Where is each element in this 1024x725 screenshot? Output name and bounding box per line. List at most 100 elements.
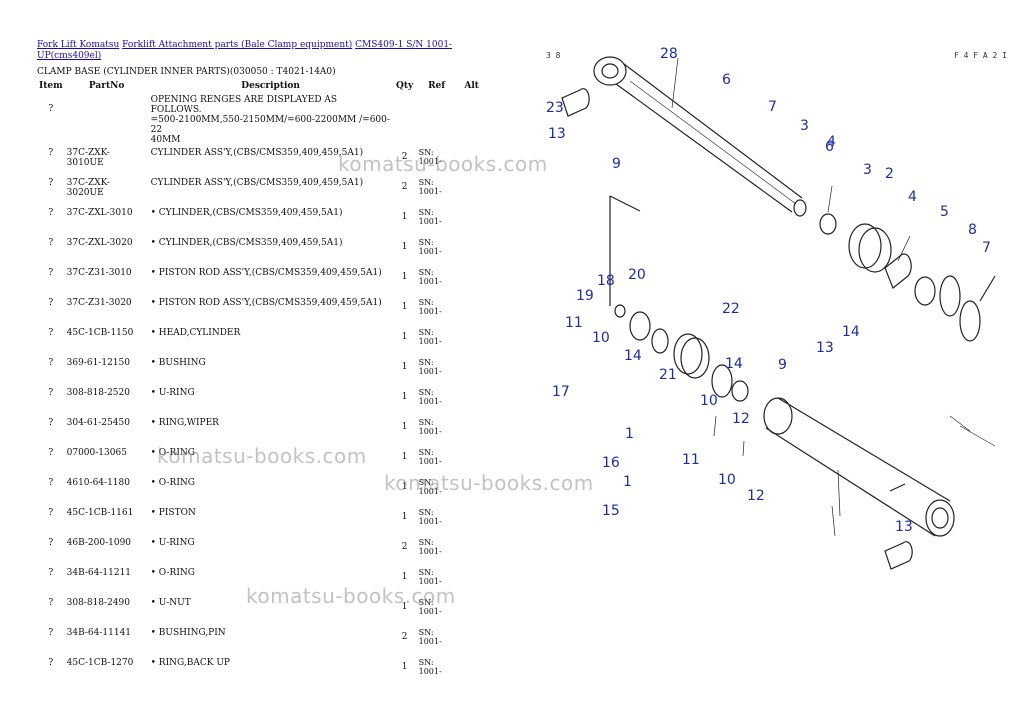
row-qty: 2 [401, 182, 408, 192]
row-qty: 1 [401, 392, 408, 402]
watermark: komatsu-books.com [157, 444, 367, 468]
callout-number: 1 [623, 474, 632, 490]
row-item: ? [48, 568, 54, 578]
callout-number: 14 [725, 356, 743, 372]
row-item: ? [48, 418, 54, 428]
callout-number: 9 [612, 156, 621, 172]
row-partno: 308-818-2520 [66, 388, 130, 398]
breadcrumb-link-forklift[interactable]: Fork Lift Komatsu [37, 40, 120, 50]
callout-number: 4 [827, 134, 836, 150]
row-qty: 1 [401, 662, 408, 672]
rod-eye [593, 56, 627, 86]
callout-number: 28 [660, 46, 678, 62]
callout-number: 4 [908, 189, 917, 205]
callout-number: 10 [700, 393, 718, 409]
row-item: ? [48, 448, 54, 458]
callout-number: 10 [718, 472, 736, 488]
row-description: • RING,WIPER [150, 418, 219, 428]
row-ref: SN:1001- [418, 598, 442, 616]
row-description: • HEAD,CYLINDER [150, 328, 241, 338]
row-qty: 1 [401, 452, 408, 462]
callout-number: 3 [800, 118, 809, 134]
note-item: ? [48, 104, 54, 114]
row-description: • CYLINDER,(CBS/CMS359,409,459,5A1) [150, 238, 343, 248]
row-partno: 37C-ZXL-3020 [66, 238, 133, 248]
callout-number: 12 [747, 488, 765, 504]
row-item: ? [48, 658, 54, 668]
row-ref: SN:1001- [418, 268, 442, 286]
callout-number: 19 [576, 288, 594, 304]
callout-number: 8 [968, 222, 977, 238]
row-ref: SN:1001- [418, 178, 442, 196]
row-partno: 4610-64-1180 [66, 478, 130, 488]
row-description: • PISTON ROD ASS'Y,(CBS/CMS359,409,459,5… [150, 268, 382, 278]
callout-number: 23 [546, 100, 564, 116]
table-row-note: ? OPENING RENGES ARE DISPLAYED AS FOLLOW… [37, 92, 487, 145]
row-description: • RING,BACK UP [150, 658, 230, 668]
row-ref: SN:1001- [418, 388, 442, 406]
row-partno: 37C-Z31-3020 [66, 298, 132, 308]
row-partno: 46B-200-1090 [66, 538, 132, 548]
row-partno: 45C-1CB-1270 [66, 658, 134, 668]
table-header-row: Item PartNo Description Qty Ref Alt [37, 79, 487, 92]
row-partno: 37C-ZXK-3010UE [66, 148, 110, 168]
page-subtitle: CLAMP BASE (CYLINDER INNER PARTS)(030050… [37, 67, 336, 77]
row-item: ? [48, 628, 54, 638]
watermark: komatsu-books.com [246, 584, 456, 608]
callout-number: 22 [722, 301, 740, 317]
row-qty: 2 [401, 632, 408, 642]
row-description: • CYLINDER,(CBS/CMS359,409,459,5A1) [150, 208, 343, 218]
callout-number: 13 [895, 519, 913, 535]
diagram-corner-label-right: F 4 F A 2 I [954, 51, 1007, 60]
row-description: • O-RING [150, 568, 195, 578]
row-item: ? [48, 328, 54, 338]
row-partno: 34B-64-11141 [66, 628, 132, 638]
row-description: • U-NUT [150, 598, 191, 608]
table-row: ?37C-Z31-3020• PISTON ROD ASS'Y,(CBS/CMS… [37, 295, 487, 325]
callout-number: 21 [659, 367, 677, 383]
row-item: ? [48, 178, 54, 188]
callout-number: 17 [552, 384, 570, 400]
row-ref: SN:1001- [418, 238, 442, 256]
row-partno: 308-818-2490 [66, 598, 130, 608]
row-item: ? [48, 268, 54, 278]
callout-number: 1 [625, 426, 634, 442]
note-description: OPENING RENGES ARE DISPLAYED AS FOLLOWS.… [150, 95, 390, 145]
row-description: • O-RING [150, 448, 195, 458]
breadcrumb-link-attachment[interactable]: Forklift Attachment parts (Bale Clamp eq… [122, 40, 353, 50]
row-partno: 37C-Z31-3010 [66, 268, 132, 278]
callout-number: 6 [825, 139, 834, 155]
row-description: • O-RING [150, 478, 195, 488]
breadcrumb: Fork Lift Komatsu Forklift Attachment pa… [37, 40, 457, 62]
breadcrumb-link-model[interactable]: CMS409-1 S/N 1001-UP(cms409el) [37, 40, 453, 61]
row-ref: SN:1001- [418, 148, 442, 166]
callout-number: 3 [863, 162, 872, 178]
row-partno: 304-61-25450 [66, 418, 130, 428]
row-description: • U-RING [150, 538, 195, 548]
callout-number: 11 [565, 315, 583, 331]
row-qty: 1 [401, 422, 408, 432]
header-qty: Qty [396, 80, 414, 91]
row-qty: 1 [401, 572, 408, 582]
callout-number: 10 [592, 330, 610, 346]
header-partno: PartNo [88, 80, 125, 91]
watermark: komatsu-books.com [338, 152, 548, 176]
row-qty: 1 [401, 482, 408, 492]
header-ref: Ref [428, 80, 446, 91]
callout-number: 9 [778, 357, 787, 373]
row-partno: 369-61-12150 [66, 358, 130, 368]
callout-number: 2 [885, 166, 894, 182]
